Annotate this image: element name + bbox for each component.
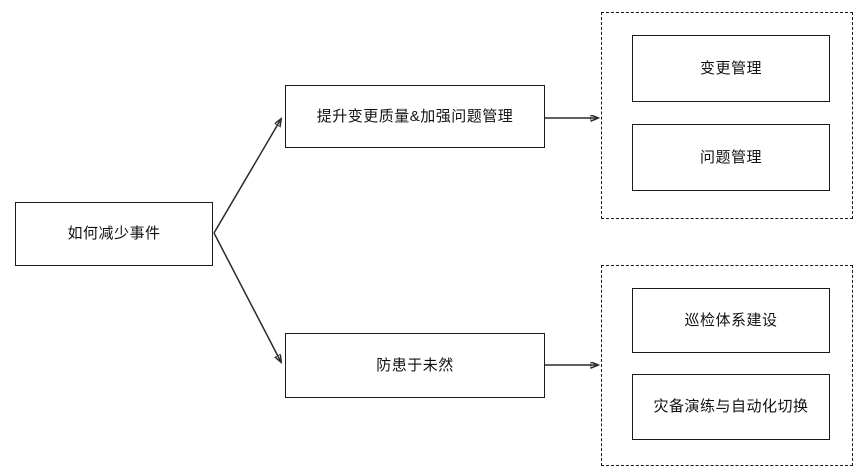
node-change-management-label: 变更管理 (699, 59, 762, 77)
group-branch-1 (601, 12, 853, 219)
node-dr-drill-auto-switch-label: 灾备演练与自动化切换 (653, 398, 809, 415)
node-root[interactable]: 如何减少事件 (15, 202, 213, 266)
node-change-management[interactable]: 变更管理 (632, 35, 830, 102)
node-branch-2[interactable]: 防患于未然 (285, 333, 545, 398)
edge-root-to-branch-2 (213, 232, 281, 362)
group-branch-2 (601, 265, 853, 466)
node-inspection-system-label: 巡检体系建设 (684, 311, 778, 329)
node-inspection-system[interactable]: 巡检体系建设 (632, 288, 830, 353)
node-dr-drill-auto-switch[interactable]: 灾备演练与自动化切换 (632, 374, 830, 440)
node-branch-1[interactable]: 提升变更质量&加强问题管理 (285, 85, 545, 148)
node-branch-2-label: 防患于未然 (376, 356, 454, 374)
node-root-label: 如何减少事件 (67, 225, 161, 242)
node-branch-1-label: 提升变更质量&加强问题管理 (316, 107, 514, 125)
node-problem-management[interactable]: 问题管理 (632, 124, 830, 191)
edge-root-to-branch-1 (213, 119, 281, 234)
node-problem-management-label: 问题管理 (699, 148, 762, 166)
